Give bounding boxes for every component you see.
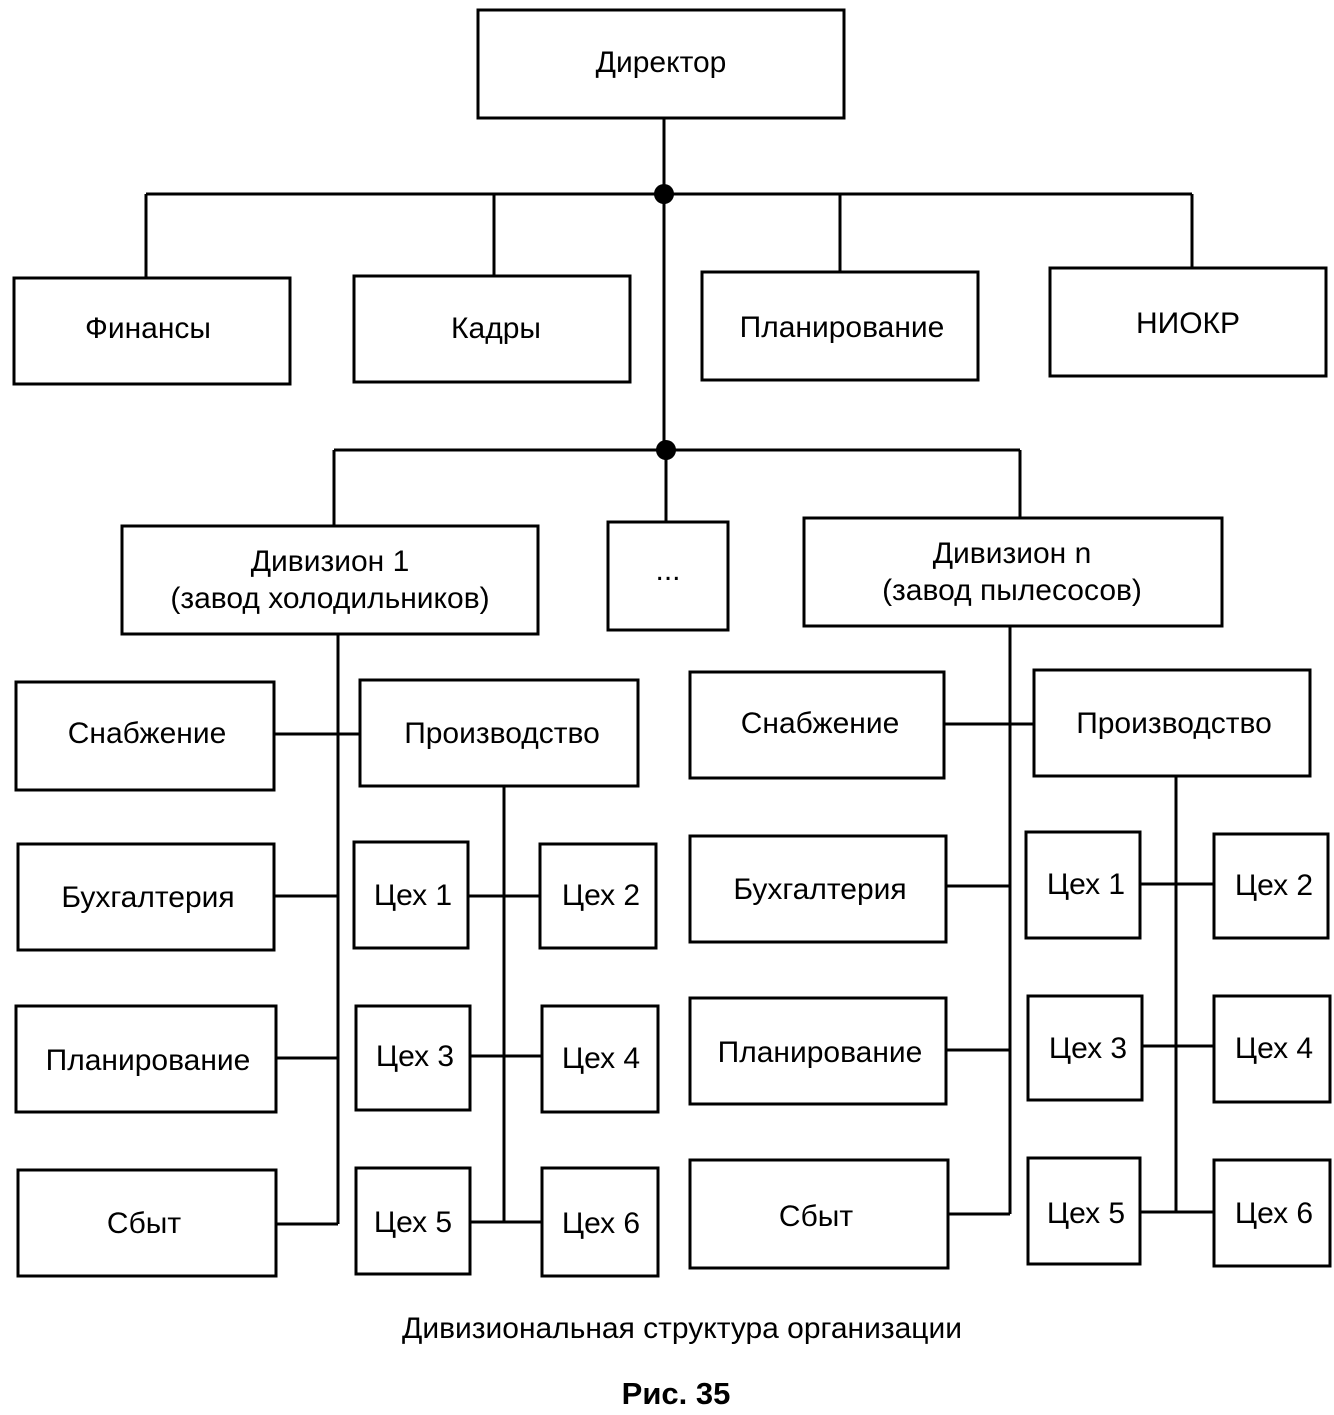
figure-label: Рис. 35 (622, 1376, 731, 1411)
division-ellipsis-node: ... (606, 520, 730, 632)
staff-node-finance: Финансы (12, 276, 292, 386)
staff-planning-label: Планирование (740, 311, 945, 344)
dn-supply-label: Снабжение (741, 707, 900, 740)
d1-shop-4-node: Цех 4 (540, 1004, 660, 1114)
dn-planning-node: Планирование (688, 996, 948, 1106)
junction-dot-staff (654, 184, 674, 204)
division-n-node: Дивизион n (завод пылесосов) (802, 516, 1224, 628)
division-n-title: Дивизион n (933, 537, 1092, 570)
d1-supply-node: Снабжение (14, 680, 276, 792)
dn-production-node: Производство (1032, 668, 1312, 778)
division-1-node: Дивизион 1 (завод холодильников) (120, 524, 540, 636)
dn-shop-6-label: Цех 6 (1235, 1197, 1313, 1230)
dn-shop-6-node: Цех 6 (1212, 1158, 1332, 1268)
d1-production-label: Производство (404, 717, 600, 750)
staff-rnd-label: НИОКР (1136, 307, 1240, 340)
d1-shop-6-node: Цех 6 (540, 1166, 660, 1278)
division-ellipsis-label: ... (655, 554, 680, 587)
division-1-title: Дивизион 1 (251, 545, 410, 578)
d1-shop-4-label: Цех 4 (562, 1042, 640, 1075)
director-node: Директор (476, 8, 846, 120)
dn-shop-1-node: Цех 1 (1024, 830, 1142, 940)
dn-shop-2-node: Цех 2 (1212, 832, 1330, 940)
d1-shop-3-node: Цех 3 (354, 1004, 472, 1112)
dn-shop-4-label: Цех 4 (1235, 1032, 1313, 1065)
dn-shop-5-label: Цех 5 (1047, 1197, 1125, 1230)
d1-shop-2-label: Цех 2 (562, 879, 640, 912)
dn-shop-2-label: Цех 2 (1235, 869, 1313, 902)
d1-accounting-node: Бухгалтерия (16, 842, 276, 952)
dn-shop-3-label: Цех 3 (1049, 1032, 1127, 1065)
d1-accounting-label: Бухгалтерия (61, 881, 234, 914)
d1-sales-label: Сбыт (107, 1207, 181, 1240)
staff-finance-label: Финансы (85, 312, 211, 345)
d1-shop-5-node: Цех 5 (354, 1166, 472, 1276)
d1-production-node: Производство (358, 678, 640, 788)
staff-node-rnd: НИОКР (1048, 266, 1328, 378)
dn-accounting-label: Бухгалтерия (733, 873, 906, 906)
diagram-caption: Дивизиональная структура организации (402, 1312, 962, 1345)
division-1-subtitle: (завод холодильников) (170, 582, 489, 615)
dn-production-label: Производство (1076, 707, 1272, 740)
dn-planning-label: Планирование (718, 1036, 923, 1069)
d1-shop-3-label: Цех 3 (376, 1040, 454, 1073)
director-label: Директор (596, 46, 727, 79)
d1-planning-label: Планирование (46, 1044, 251, 1077)
dn-accounting-node: Бухгалтерия (688, 834, 948, 944)
staff-hr-label: Кадры (451, 312, 541, 345)
junction-dot-divisions (656, 440, 676, 460)
dn-shop-1-label: Цех 1 (1047, 868, 1125, 901)
division-n-subtitle: (завод пылесосов) (882, 574, 1142, 607)
connector-lines (144, 118, 1214, 1226)
staff-node-hr: Кадры (352, 274, 632, 384)
staff-node-planning: Планирование (700, 270, 980, 382)
d1-shop-1-label: Цех 1 (374, 879, 452, 912)
dn-sales-label: Сбыт (779, 1200, 853, 1233)
dn-supply-node: Снабжение (688, 670, 946, 780)
d1-planning-node: Планирование (14, 1004, 278, 1114)
d1-shop-6-label: Цех 6 (562, 1207, 640, 1240)
d1-shop-1-node: Цех 1 (352, 840, 470, 950)
dn-shop-4-node: Цех 4 (1212, 994, 1332, 1104)
d1-supply-label: Снабжение (68, 717, 227, 750)
dn-shop-3-node: Цех 3 (1026, 994, 1144, 1102)
d1-shop-2-node: Цех 2 (538, 842, 658, 950)
dn-shop-5-node: Цех 5 (1026, 1156, 1142, 1266)
d1-shop-5-label: Цех 5 (374, 1206, 452, 1239)
d1-sales-node: Сбыт (16, 1168, 278, 1278)
dn-sales-node: Сбыт (688, 1158, 950, 1270)
